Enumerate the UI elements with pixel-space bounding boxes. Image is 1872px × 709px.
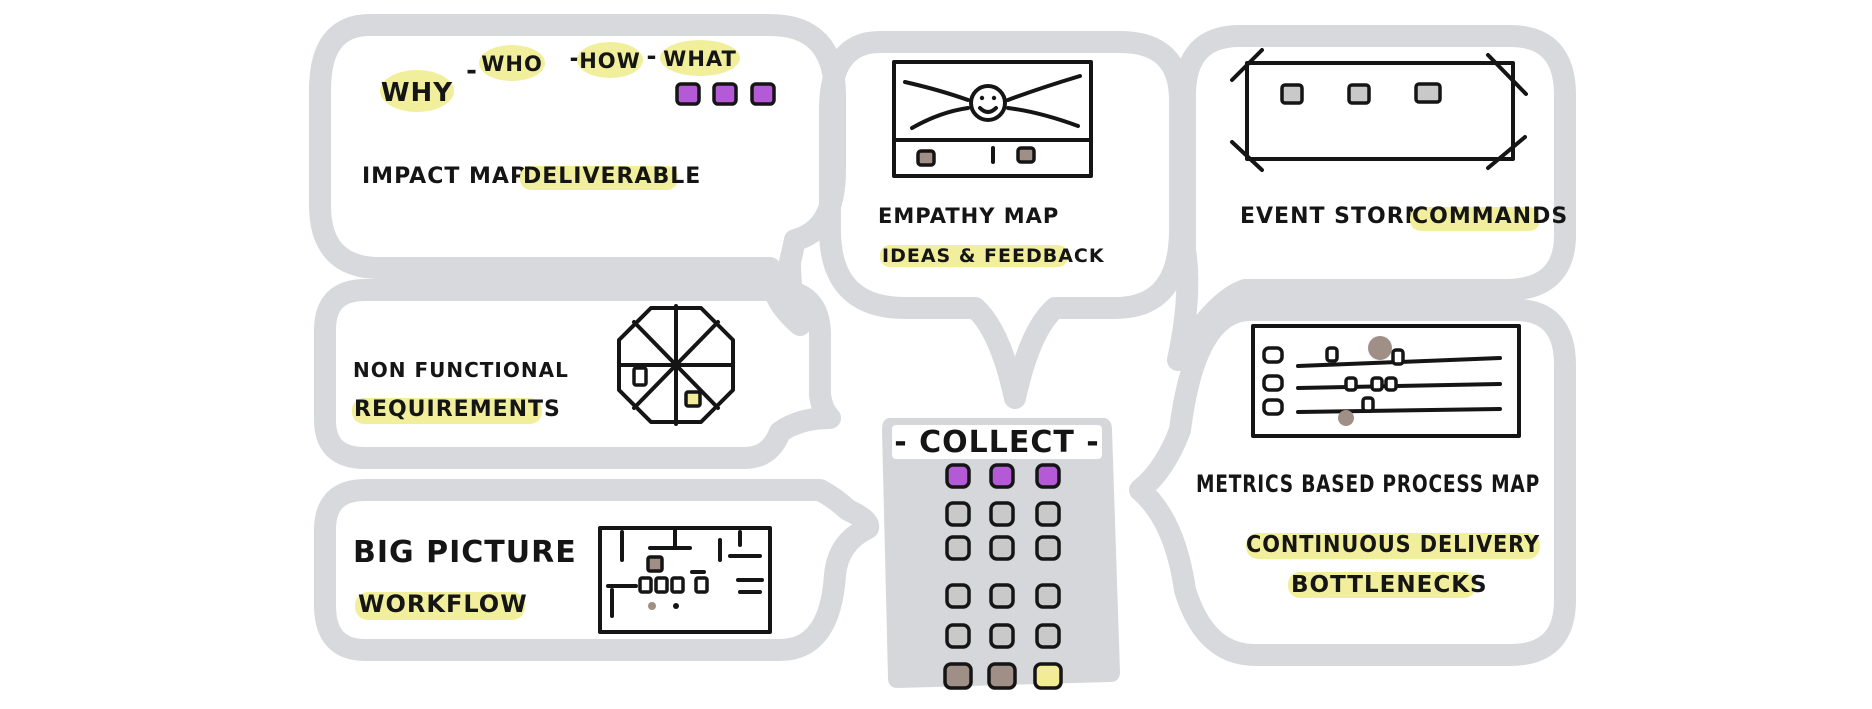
feedback-highlight [880,245,1068,267]
bottlenecks-highlight [1288,572,1476,598]
metrics-map-line1: CONTINUOUS DELIVERY [1246,532,1540,558]
how-label: HOW [579,49,641,73]
workflow-sticky-3 [654,576,669,594]
collect-sticky-3-2 [989,535,1015,561]
collect-sticky-2-3 [1035,501,1061,527]
how-highlight [577,42,643,78]
collect-sticky-4-3 [1035,583,1061,609]
workflow-sticky-2 [638,576,653,594]
metrics-map-title: METRICS BASED PROCESS MAP [1196,470,1540,498]
collect-sticky-6-1 [943,662,973,690]
impact-sticky-3 [750,82,776,106]
impact-sticky-1 [675,82,701,106]
metrics-sticky-5 [1391,348,1405,366]
workflow-sticky-5 [694,576,709,594]
requirements-highlight [352,398,542,424]
workflow-sticky-4 [670,576,685,594]
smiley-face-icon [969,84,1007,122]
bottleneck-dot-1 [1368,336,1392,360]
event-storm-output: COMMANDS [1412,204,1568,229]
collect-sticky-4-1 [945,583,971,609]
metrics-sticky-9 [1361,396,1375,413]
event-storm-bubble [1167,25,1576,371]
event-sticky-1 [1280,83,1304,105]
workflow-board [598,526,772,634]
workflow-sticky-1 [646,555,664,573]
metrics-sticky-6 [1344,376,1358,392]
impact-map-title: IMPACT MAP [362,164,527,189]
non-functional-bubble [314,279,841,469]
nfr-sticky-2 [684,390,702,408]
metrics-map: METRICS BASED PROCESS MAP CONTINUOUS DEL… [1196,324,1540,598]
collect-sticky-1-1 [945,463,971,489]
collect-sticky-1-3 [1035,463,1061,489]
collect-sticky-2-2 [989,501,1015,527]
collect-sticky-grid [943,463,1063,690]
impact-dash-2: - [570,44,581,72]
what-highlight [660,40,740,76]
empathy-map: EMPATHY MAP IDEAS & FEEDBACK [878,60,1105,267]
workflow-highlight [355,592,525,620]
metrics-board [1251,324,1521,438]
event-board [1245,61,1515,161]
collect-sticky-3-3 [1035,535,1061,561]
who-highlight [479,45,545,81]
collect-sticky-5-2 [989,623,1015,649]
impact-map: WHY - WHO - HOW - WHAT IMPACT MAP DELIVE… [362,40,776,190]
nfr-sticky-1 [632,366,648,387]
metrics-sticky-4 [1325,346,1339,363]
collect-sticky-4-2 [989,583,1015,609]
impact-dash-3: - [647,42,658,70]
collect-sticky-2-1 [945,501,971,527]
big-picture: BIG PICTURE WORKFLOW [353,526,772,634]
empathy-sticky-2 [1016,146,1036,164]
metrics-sticky-1 [1262,346,1284,364]
event-sticky-2 [1347,83,1371,105]
collect-card: - COLLECT - [882,418,1120,690]
collect-sticky-5-1 [945,623,971,649]
continuous-delivery-highlight [1246,533,1540,559]
metrics-sticky-7 [1370,376,1384,392]
collect-sticky-6-2 [987,662,1017,690]
metrics-sticky-3 [1262,398,1284,416]
what-label: WHAT [663,47,737,71]
big-picture-bubble [314,479,880,661]
collect-sticky-3-1 [945,535,971,561]
metrics-sticky-2 [1262,374,1284,392]
commands-highlight [1410,207,1540,231]
impact-dash-1: - [466,56,478,86]
why-label: WHY [381,78,453,108]
metrics-sticky-8 [1384,376,1398,392]
big-picture-line1: BIG PICTURE [353,535,577,570]
non-functional-line2: REQUIREMENTS [354,397,561,422]
event-storm-title: EVENT STORM [1240,204,1428,229]
collect-sticky-6-3 [1033,662,1063,690]
big-picture-line2: WORKFLOW [358,590,528,618]
empathy-board [892,60,1093,178]
non-functional: NON FUNCTIONAL REQUIREMENTS [352,304,735,426]
deliverable-highlight [520,166,678,190]
collect-title: - COLLECT - [894,425,1100,460]
impact-sticky-2 [712,82,738,106]
empathy-map-title: EMPATHY MAP [878,204,1059,228]
event-storm: EVENT STORM COMMANDS [1230,48,1568,231]
bottleneck-dot-2 [1338,410,1354,426]
metrics-map-bubble [1129,299,1576,666]
collect-sticky-1-2 [989,463,1015,489]
event-sticky-3 [1414,82,1442,104]
empathy-sticky-1 [916,149,936,167]
collect-title-band [892,425,1102,459]
collect-sticky-5-3 [1035,623,1061,649]
metrics-map-line2: BOTTLENECKS [1291,572,1488,598]
impact-map-output: DELIVERABLE [523,164,701,189]
empathy-map-output: IDEAS & FEEDBACK [882,245,1105,267]
who-label: WHO [481,52,543,76]
why-highlight [380,70,454,112]
octagon-wheel-icon [617,306,735,424]
non-functional-line1: NON FUNCTIONAL [353,358,569,382]
